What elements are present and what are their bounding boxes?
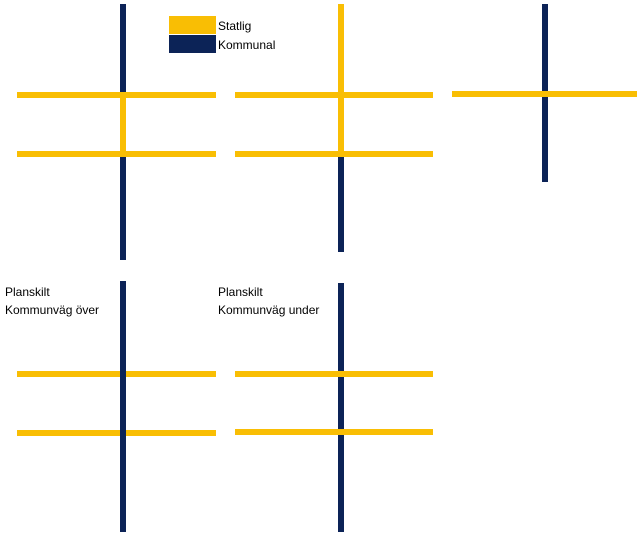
statlig-road-horizontal-upper bbox=[235, 92, 433, 98]
legend-swatch-statlig bbox=[169, 16, 216, 34]
kommunal-road-vertical bbox=[338, 283, 344, 532]
statlig-road-horizontal bbox=[452, 91, 637, 97]
panel-planskilt-under bbox=[235, 283, 433, 532]
statlig-road-horizontal-lower bbox=[235, 151, 433, 157]
panel-planskilt-over bbox=[17, 281, 216, 532]
panel-title-planskilt-under-line2: Kommunväg under bbox=[218, 303, 320, 317]
statlig-road-horizontal-lower bbox=[17, 430, 216, 436]
panel-title-planskilt-over-line1: Planskilt bbox=[5, 285, 50, 299]
statlig-road-horizontal-upper bbox=[17, 92, 216, 98]
panel-title-planskilt-over-line2: Kommunväg över bbox=[5, 303, 100, 317]
legend-label-kommunal: Kommunal bbox=[218, 38, 276, 52]
statlig-road-horizontal-upper bbox=[235, 371, 433, 377]
statlig-road-horizontal-upper bbox=[17, 371, 216, 377]
kommunal-road-vertical bbox=[120, 281, 126, 532]
statlig-road-connector bbox=[120, 94, 126, 155]
panel-intersection-2 bbox=[235, 4, 433, 252]
statlig-road-vertical bbox=[338, 4, 344, 156]
legend-swatch-kommunal bbox=[169, 35, 216, 53]
statlig-road-horizontal-lower bbox=[235, 429, 433, 435]
statlig-road-horizontal-lower bbox=[17, 151, 216, 157]
panel-intersection-3 bbox=[452, 4, 637, 182]
panel-title-planskilt-under-line1: Planskilt bbox=[218, 285, 263, 299]
kommunal-road-vertical bbox=[338, 152, 344, 252]
legend-label-statlig: Statlig bbox=[218, 19, 252, 33]
panel-intersection-1 bbox=[17, 4, 216, 260]
